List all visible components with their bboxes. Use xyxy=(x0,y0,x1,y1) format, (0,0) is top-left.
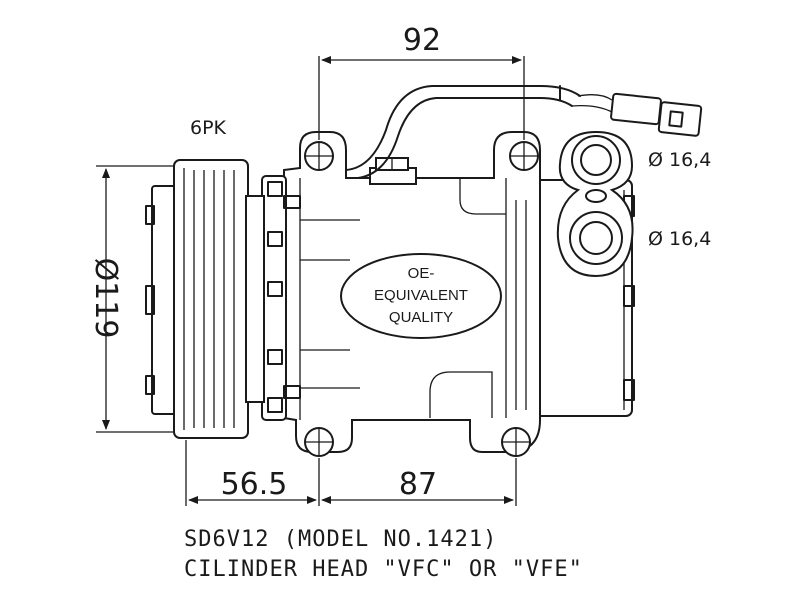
dim-pulley-diameter: Ø119 xyxy=(88,258,123,339)
model-line-2: CILINDER HEAD "VFC" OR "VFE" xyxy=(184,557,583,582)
dim-pulley-offset: 56.5 xyxy=(221,467,288,502)
electrical-connector xyxy=(345,85,703,179)
refrigerant-ports xyxy=(556,130,634,278)
dim-port-lower: Ø 16,4 xyxy=(648,228,711,250)
dimension-lines xyxy=(96,56,525,506)
dim-mount-spacing: 87 xyxy=(399,467,437,502)
oe-equivalent-badge: OE- EQUIVALENT QUALITY xyxy=(340,253,502,339)
badge-line-2: EQUIVALENT xyxy=(374,287,468,304)
badge-line-1: OE- xyxy=(408,265,435,282)
badge-line-3: QUALITY xyxy=(389,309,453,326)
dim-top-width: 92 xyxy=(403,23,441,58)
pulley xyxy=(145,159,265,439)
mounting-holes xyxy=(304,141,539,457)
pulley-belt-label: 6PK xyxy=(190,117,227,139)
dim-port-upper: Ø 16,4 xyxy=(648,149,711,171)
model-line-1: SD6V12 (MODEL NO.1421) xyxy=(184,527,497,552)
